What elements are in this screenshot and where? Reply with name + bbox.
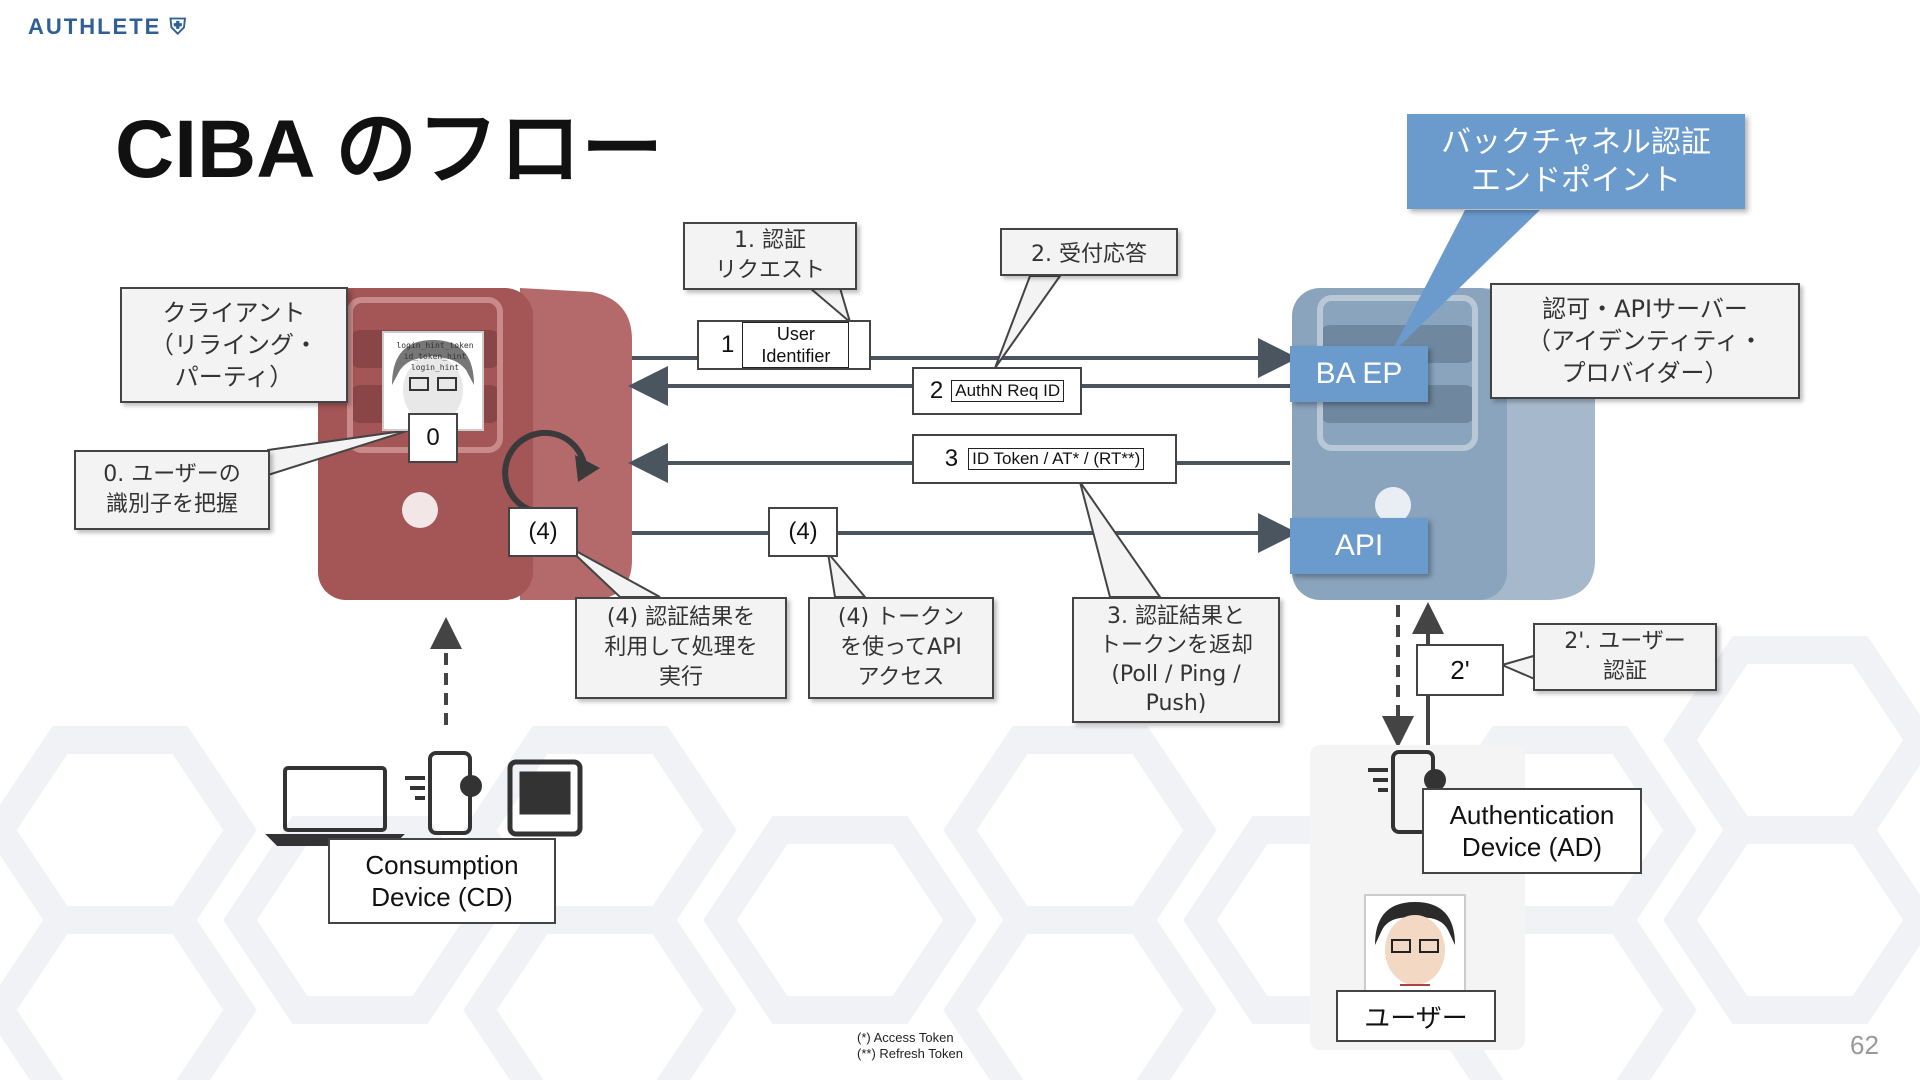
api-label: API <box>1290 518 1428 574</box>
step2-callout: 2. 受付応答 <box>1000 228 1178 276</box>
arrow1-text: User Identifier <box>742 322 850 368</box>
client-step4-badge: (4) <box>508 507 578 557</box>
arrow3-text: ID Token / AT* / (RT**) <box>968 448 1145 470</box>
arrow2-number: 2 <box>929 377 944 404</box>
arrow3-label: 3 ID Token / AT* / (RT**) <box>912 434 1177 484</box>
step4a-callout: (4) 認証結果を 利用して処理を 実行 <box>575 597 787 699</box>
arrow3-number: 3 <box>944 445 959 472</box>
hint-line: id_token_hint <box>403 352 467 361</box>
page-number: 62 <box>1850 1030 1879 1060</box>
arrow2-label: 2 AuthN Req ID <box>912 367 1082 415</box>
tablet-icon <box>507 759 583 837</box>
arrow2-text: AuthN Req ID <box>951 380 1065 402</box>
user-avatar-icon <box>1364 894 1466 996</box>
step3-callout: 3. 認証結果と トークンを返却 (Poll / Ping / Push) <box>1072 597 1280 723</box>
step2p-callout: 2'. ユーザー 認証 <box>1533 623 1717 691</box>
step0-callout: 0. ユーザーの 識別子を把握 <box>74 450 270 530</box>
hint-text: login_hint_token id_token_hint login_hin… <box>390 340 480 373</box>
user-label: ユーザー <box>1336 990 1496 1042</box>
arrow1-number: 1 <box>721 331 735 358</box>
step1-callout: 1. 認証 リクエスト <box>683 222 857 290</box>
step4b-callout: (4) トークン を使ってAPI アクセス <box>808 597 994 699</box>
brand-logo: AUTHLETE ⛨ <box>28 14 188 40</box>
ba-ep-label: BA EP <box>1290 346 1428 402</box>
footnotes: (*) Access Token (**) Refresh Token <box>857 1030 963 1062</box>
hint-line: login_hint_token <box>396 341 474 350</box>
cd-label: Consumption Device (CD) <box>328 838 556 924</box>
phone-icon-cd <box>405 751 482 835</box>
footnote-line: (*) Access Token <box>857 1030 954 1045</box>
backchannel-callout-tail <box>1390 210 1540 355</box>
backchannel-callout: バックチャネル認証 エンドポイント <box>1407 114 1745 209</box>
page-title: CIBA のフロー <box>115 104 664 195</box>
footnote-line: (**) Refresh Token <box>857 1046 963 1061</box>
client-label-callout: クライアント （リライング・ パーティ） <box>120 287 348 403</box>
client-step0-badge: 0 <box>408 413 458 463</box>
brand-text: AUTHLETE <box>28 14 162 39</box>
arrow1-label: 1 User Identifier <box>697 320 871 370</box>
two-prime-badge: 2' <box>1416 644 1504 696</box>
arrow4-label: (4) <box>768 507 838 557</box>
server-label-callout: 認可・APIサーバー （アイデンティティ・ プロバイダー） <box>1490 283 1800 399</box>
hint-line: login_hint <box>410 363 460 372</box>
ad-label: Authentication Device (AD) <box>1422 788 1642 874</box>
shield-icon: ⛨ <box>169 14 188 39</box>
